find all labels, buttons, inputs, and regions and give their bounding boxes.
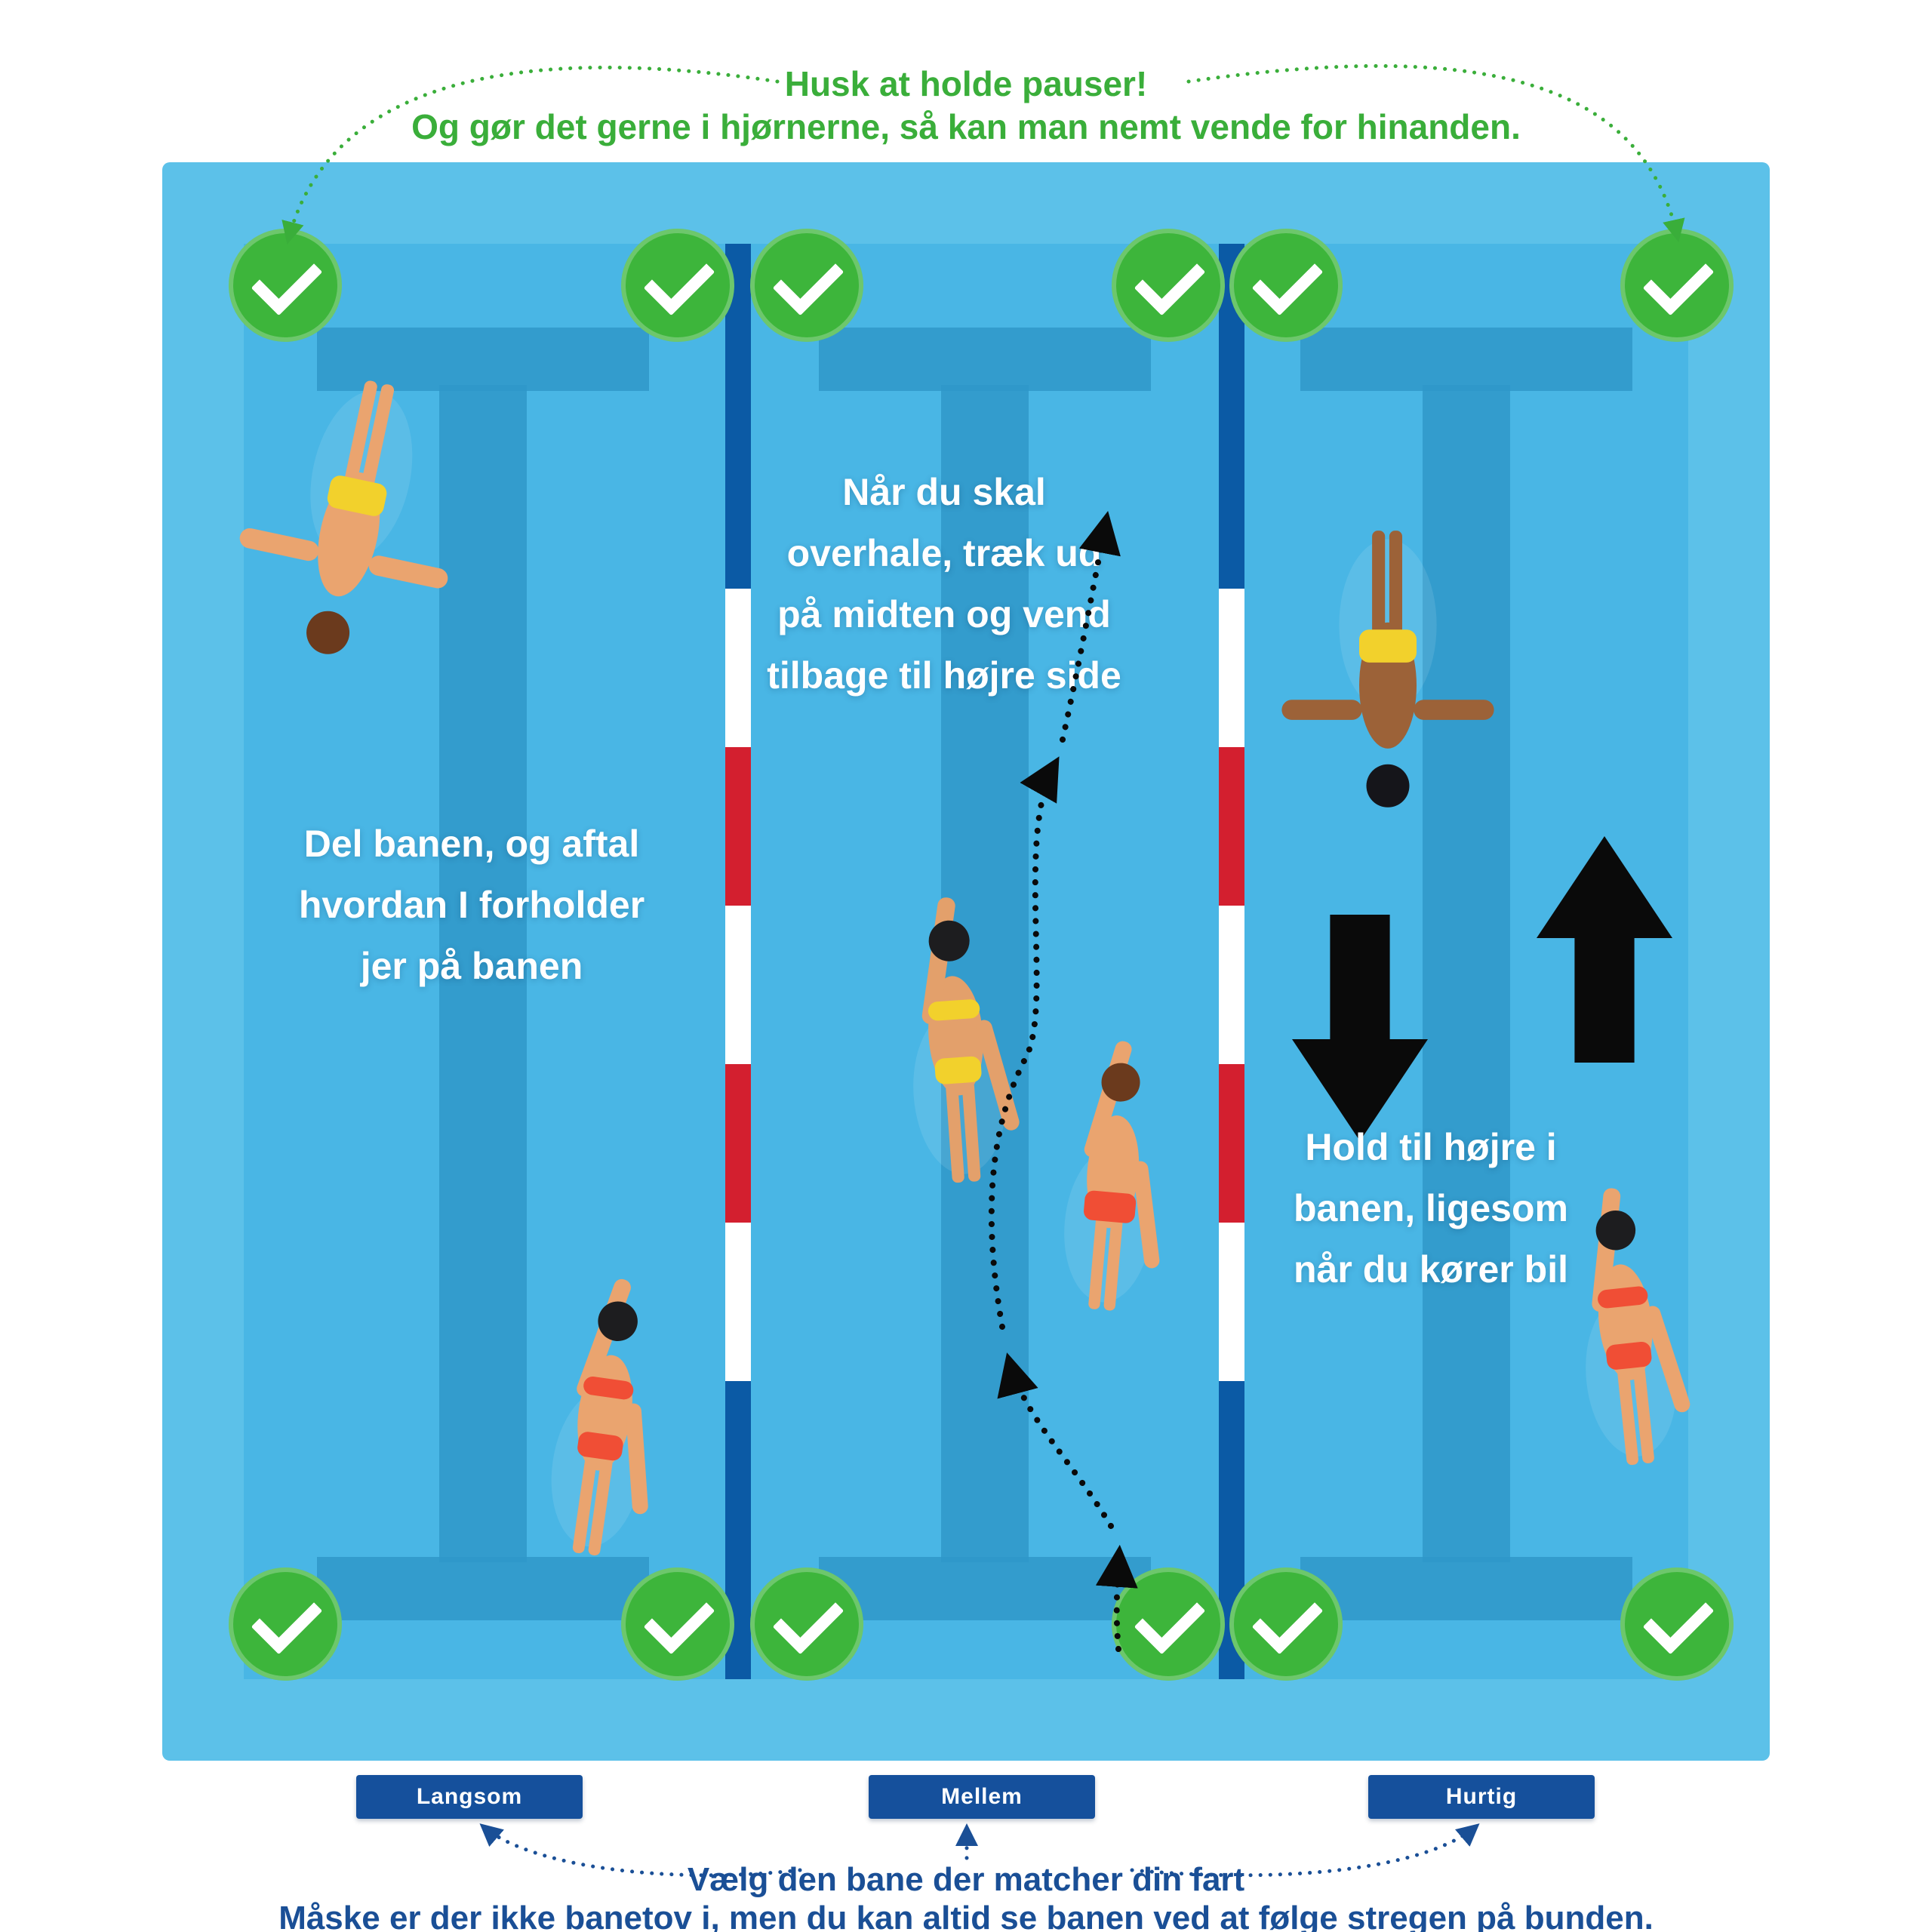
lane2-note-line: Når du skal (842, 471, 1046, 513)
corner-checkmark-icon (1112, 229, 1225, 342)
top-note: Husk at holde pauser! Og gør det gerne i… (0, 63, 1932, 150)
lane1-bottom-marking-stem (439, 385, 527, 1562)
lane2-note-line: overhale, træk ud (786, 532, 1102, 574)
lane2-note: Når du skal overhale, træk ud på midten … (733, 462, 1155, 706)
lane-label-hurtig: Hurtig (1368, 1775, 1595, 1819)
lane2-bottom-marking-bottom (819, 1557, 1151, 1620)
lane-rope-segment (1219, 906, 1244, 1064)
corner-checkmark-icon (229, 1567, 342, 1681)
lane-rope-segment (1219, 747, 1244, 906)
speed-arrow-left (479, 1823, 802, 1878)
lane-label-mellem: Mellem (869, 1775, 1095, 1819)
speed-arrow-right (1130, 1823, 1480, 1878)
lane-rope-segment (1219, 1064, 1244, 1223)
lane3-bottom-marking-bottom (1300, 1557, 1632, 1620)
bottom-note: Vælg den bane der matcher din fart Måske… (0, 1861, 1932, 1932)
pause-arrow-left (281, 65, 780, 245)
lane3-bottom-marking-stem (1423, 385, 1510, 1562)
overtake-path-segment (988, 756, 1060, 1330)
overtake-path-segment (997, 1352, 1114, 1529)
lane3-note: Hold til højre i banen, ligesom når du k… (1235, 1117, 1627, 1300)
lane3-note-line: banen, ligesom (1294, 1187, 1568, 1229)
lane3-note-line: når du kører bil (1294, 1248, 1568, 1291)
corner-checkmark-icon (229, 229, 342, 342)
lane-label-langsom: Langsom (356, 1775, 583, 1819)
corner-checkmark-icon (750, 1567, 863, 1681)
overtake-path-segment (1095, 1544, 1138, 1652)
lane-rope-segment (725, 589, 751, 747)
lane-rope-segment (725, 747, 751, 906)
corner-checkmark-icon (1620, 229, 1734, 342)
lane3-note-line: Hold til højre i (1305, 1126, 1557, 1168)
lane3-bottom-marking-top (1300, 328, 1632, 391)
bottom-note-line2: Måske er der ikke banetov i, men du kan … (278, 1899, 1654, 1932)
lane2-note-line: tilbage til højre side (767, 654, 1121, 697)
top-note-line2: Og gør det gerne i hjørnerne, så kan man… (411, 107, 1521, 147)
pause-arrow-right (1186, 63, 1685, 242)
lane1-note-line: Del banen, og aftal (303, 823, 640, 865)
corner-checkmark-icon (621, 1567, 734, 1681)
overtake-path-segment (1060, 511, 1121, 743)
lane2-bottom-marking-top (819, 328, 1151, 391)
lane-rope-segment (725, 1223, 751, 1381)
corner-checkmark-icon (1229, 1567, 1343, 1681)
lane2-note-line: på midten og vend (777, 593, 1111, 635)
lane1-note-line: hvordan I forholder (298, 884, 645, 926)
bottom-note-line1: Vælg den bane der matcher din fart (687, 1861, 1245, 1898)
lane-rope-segment (725, 1064, 751, 1223)
lane1-bottom-marking-top (317, 328, 649, 391)
lane1-note: Del banen, og aftal hvordan I forholder … (249, 814, 694, 997)
lane-rope-segment (725, 906, 751, 1064)
top-note-line1: Husk at holde pauser! (784, 64, 1148, 103)
lane-rope-segment (1219, 1223, 1244, 1381)
corner-checkmark-icon (1620, 1567, 1734, 1681)
corner-checkmark-icon (621, 229, 734, 342)
lane1-note-line: jer på banen (360, 945, 583, 987)
lane-rope-segment (1219, 589, 1244, 747)
corner-checkmark-icon (750, 229, 863, 342)
lane1-bottom-marking-bottom (317, 1557, 649, 1620)
corner-checkmark-icon (1229, 229, 1343, 342)
